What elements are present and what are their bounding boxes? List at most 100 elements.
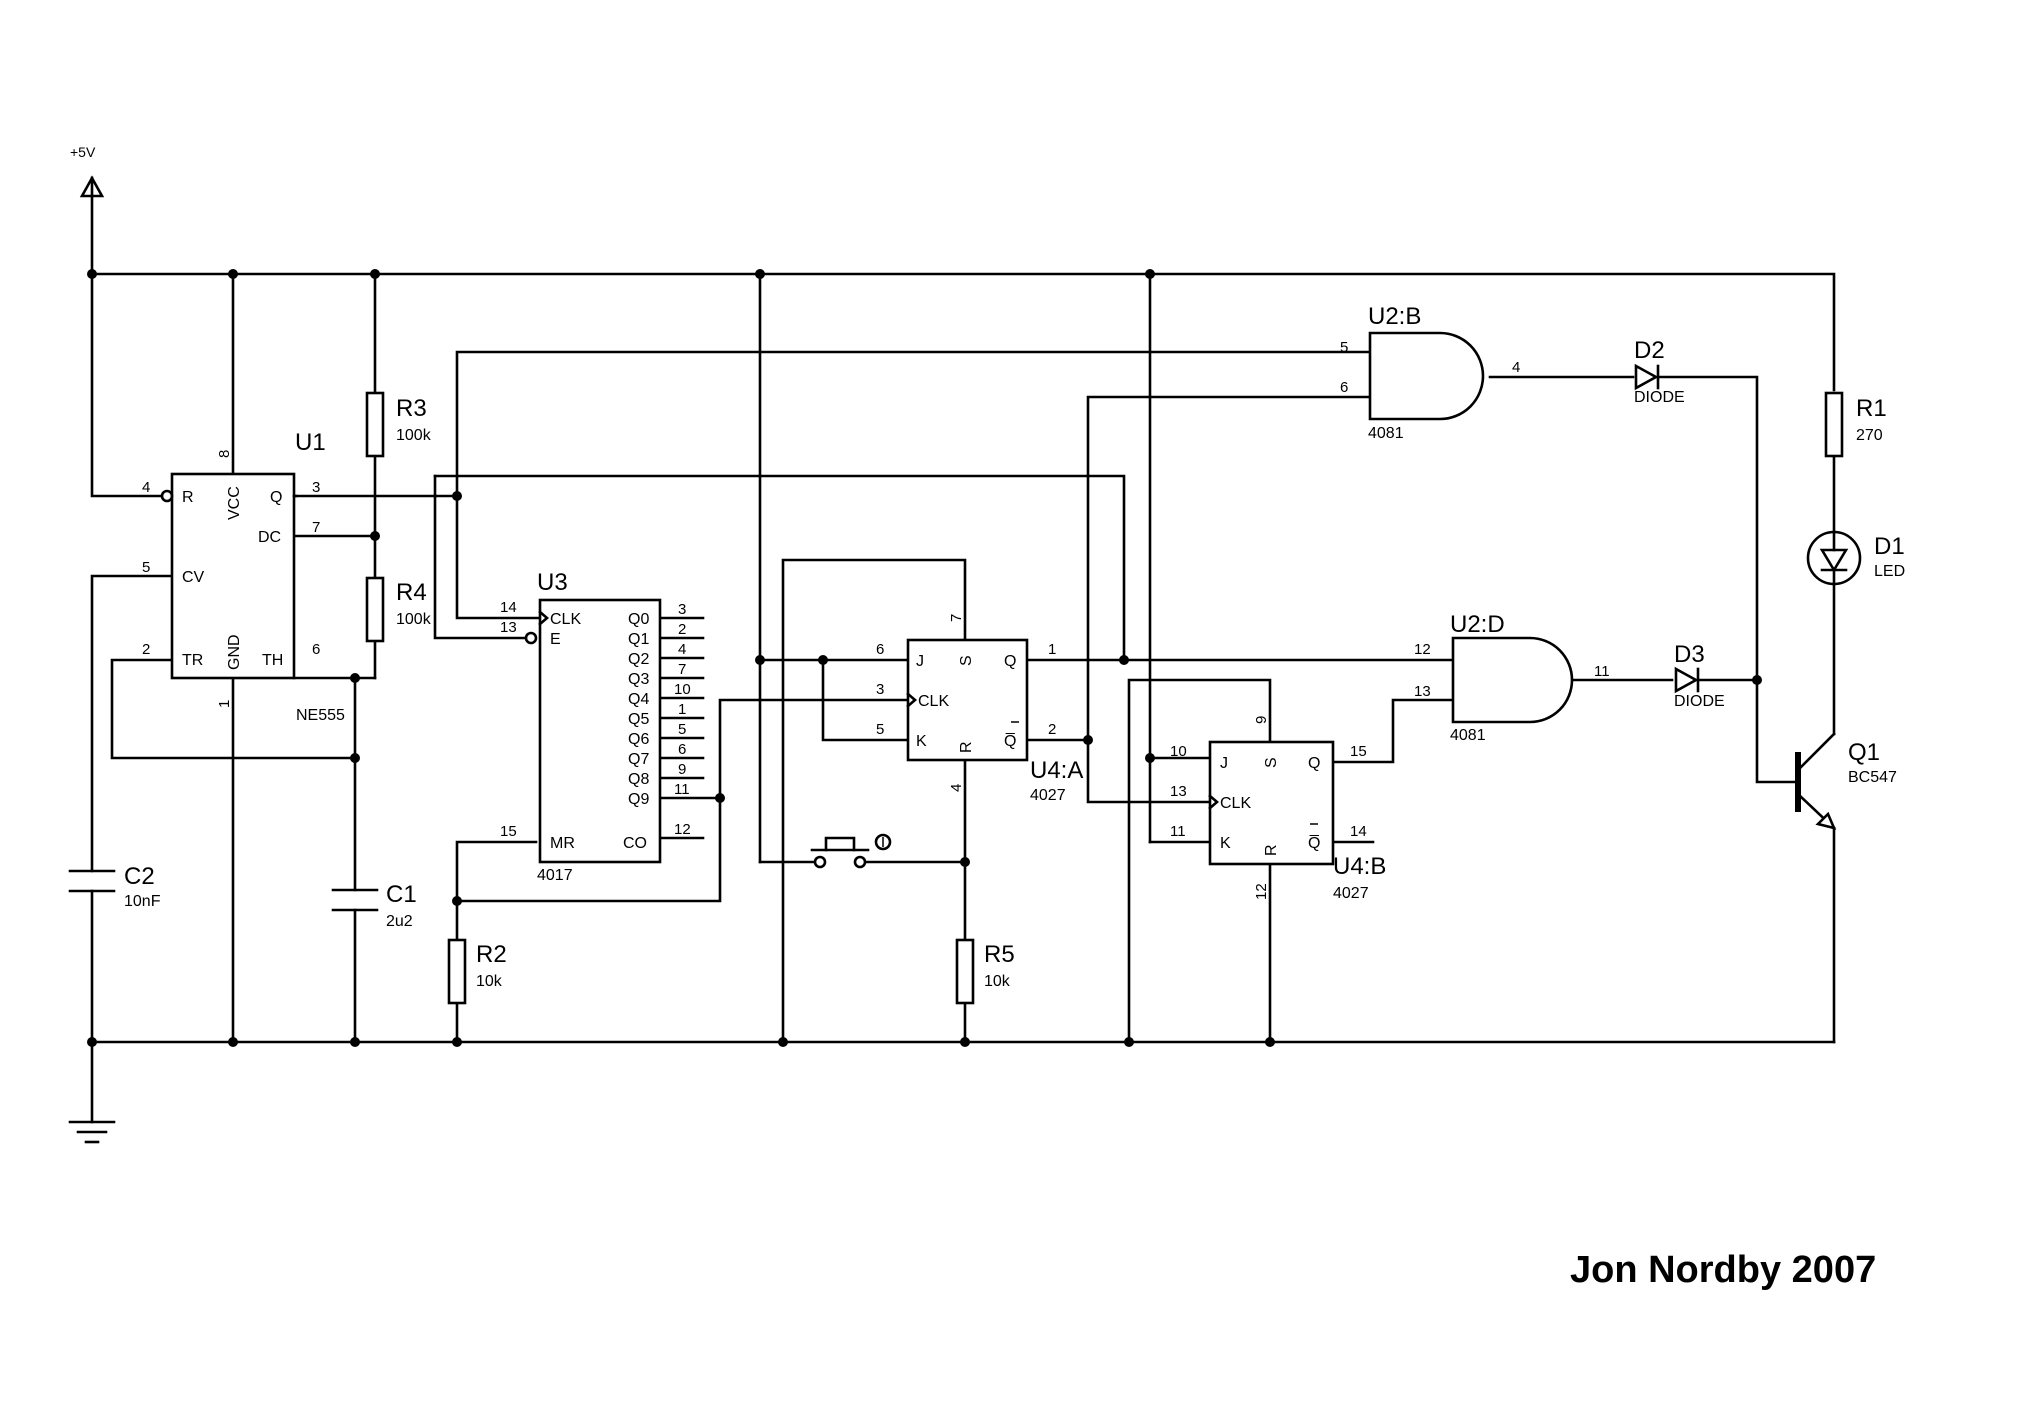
u3-pinnum-q3: 7 [678,661,686,678]
u4a-pin-qn: Q̅ [1004,732,1016,750]
u1-pin-q: Q [270,489,282,506]
and-gate-u2d: U2:D 4081 12 13 11 [1414,611,1610,744]
u1-ref: U1 [295,429,326,456]
d2-value: DIODE [1634,389,1685,406]
u3-pinnum-e: 13 [500,619,517,636]
resistor-r5: R5 10k [955,938,1015,1005]
r2-ref: R2 [476,941,507,968]
u4a-pin-q: Q [1004,653,1016,670]
u3-pinnum-q2: 4 [678,641,686,658]
c2-value: 10nF [124,893,161,910]
u2d-ref: U2:D [1450,611,1505,638]
capacitor-c2: C2 10nF [68,863,161,910]
u3-pinnum-q7: 6 [678,741,686,758]
u3-pin-e: E [550,631,561,648]
u1-pin-tr: TR [182,652,203,669]
u4b-pinnum-clk: 13 [1170,783,1187,800]
u1-pinnum-dc: 7 [312,519,320,536]
power-supply-label: +5V [70,144,96,160]
u3-pin-q9: Q9 [628,791,649,808]
pushbutton-switch [810,833,892,869]
r4-value: 100k [396,611,432,628]
resistor-r3: R3 100k [365,391,432,458]
u4a-pinnum-clk: 3 [876,681,884,698]
u3-pinnum-q1: 2 [678,621,686,638]
u4b-pinnum-qn: 14 [1350,823,1367,840]
u1-pinnum-tr: 2 [142,641,150,658]
u4b-pinnum-s: 9 [1253,716,1270,724]
wires [90,194,1836,1124]
u1-pinnum-cv: 5 [142,559,150,576]
q1-ref: Q1 [1848,739,1880,766]
u1-pinnum-q: 3 [312,479,320,496]
ground-symbol [68,1120,116,1144]
u3-value: 4017 [537,867,573,884]
u2b-pinnum-out: 4 [1512,359,1520,376]
ic-u4a-4027: U4:A 4027 J CLK K Q Q̅ S R 6 3 5 7 4 1 2 [876,614,1083,804]
u4a-pinnum-q: 1 [1048,641,1056,658]
u3-pin-q4: Q4 [628,691,649,708]
c2-ref: C2 [124,863,155,890]
d3-ref: D3 [1674,641,1705,668]
resistor-r4: R4 100k [365,576,432,643]
u4a-pinnum-s: 7 [948,614,965,622]
u1-pinnum-r: 4 [142,479,150,496]
u4a-pinnum-k: 5 [876,721,884,738]
u3-pinnum-q8: 9 [678,761,686,778]
resistor-r1: R1 270 [1824,391,1887,458]
d1-ref: D1 [1874,533,1905,560]
u3-pinnum-q0: 3 [678,601,686,618]
u4a-value: 4027 [1030,787,1066,804]
capacitor-c1: C1 2u2 [331,881,417,930]
u3-pin-q0: Q0 [628,611,649,628]
author-credit: Jon Nordby 2007 [1570,1249,1876,1291]
ic-u3-4017: U3 4017 CLK E MR Q0 Q1 Q2 Q3 Q4 Q5 Q6 Q7… [500,569,691,884]
u3-pin-q5: Q5 [628,711,649,728]
u1-pin-r: R [182,489,194,506]
u3-pinnum-q6: 5 [678,721,686,738]
u3-pin-q7: Q7 [628,751,649,768]
u2b-pinnum-in2: 6 [1340,379,1348,396]
r1-value: 270 [1856,427,1883,444]
u1-pin-vcc: VCC [226,486,243,520]
u4b-pin-s: S [1263,757,1280,768]
u4a-pinnum-r: 4 [948,784,965,792]
u4b-pin-j: J [1220,755,1228,772]
u2b-ref: U2:B [1368,303,1421,330]
u3-pinnum-mr: 15 [500,823,517,840]
u4b-pin-r: R [1263,844,1280,856]
q1-value: BC547 [1848,769,1897,786]
power-supply-symbol: +5V [70,144,105,198]
u4b-pin-qn: Q̅ [1308,834,1320,852]
u3-pin-co: CO [623,835,647,852]
u2d-pinnum-in1: 12 [1414,641,1431,658]
u4b-pin-clk: CLK [1220,795,1251,812]
r1-ref: R1 [1856,395,1887,422]
u3-pinnum-q9: 11 [674,781,690,798]
u4a-pin-j: J [916,653,924,670]
u4b-pinnum-k: 11 [1170,823,1186,840]
u1-pinnum-th: 6 [312,641,320,658]
u1-pin-dc: DC [258,529,281,546]
u4a-pinnum-j: 6 [876,641,884,658]
u3-pin-q1: Q1 [628,631,649,648]
u2b-pinnum-in1: 5 [1340,339,1348,356]
u2b-value: 4081 [1368,425,1404,442]
u2d-pinnum-out: 11 [1594,663,1610,680]
r4-ref: R4 [396,579,427,606]
u3-pinnum-clk: 14 [500,599,517,616]
diode-d3: D3 DIODE [1674,641,1725,710]
u3-pin-q3: Q3 [628,671,649,688]
u4a-pin-clk: CLK [918,693,949,710]
u3-pinnum-q5: 1 [678,701,686,718]
transistor-q1: Q1 BC547 [1795,732,1897,830]
u4a-pin-r: R [958,741,975,753]
u3-pinnum-q4: 10 [674,681,691,698]
c1-ref: C1 [386,881,417,908]
u1-value: NE555 [296,707,345,724]
u2d-value: 4081 [1450,727,1486,744]
u4a-ref: U4:A [1030,757,1083,784]
u4b-value: 4027 [1333,885,1369,902]
r3-ref: R3 [396,395,427,422]
